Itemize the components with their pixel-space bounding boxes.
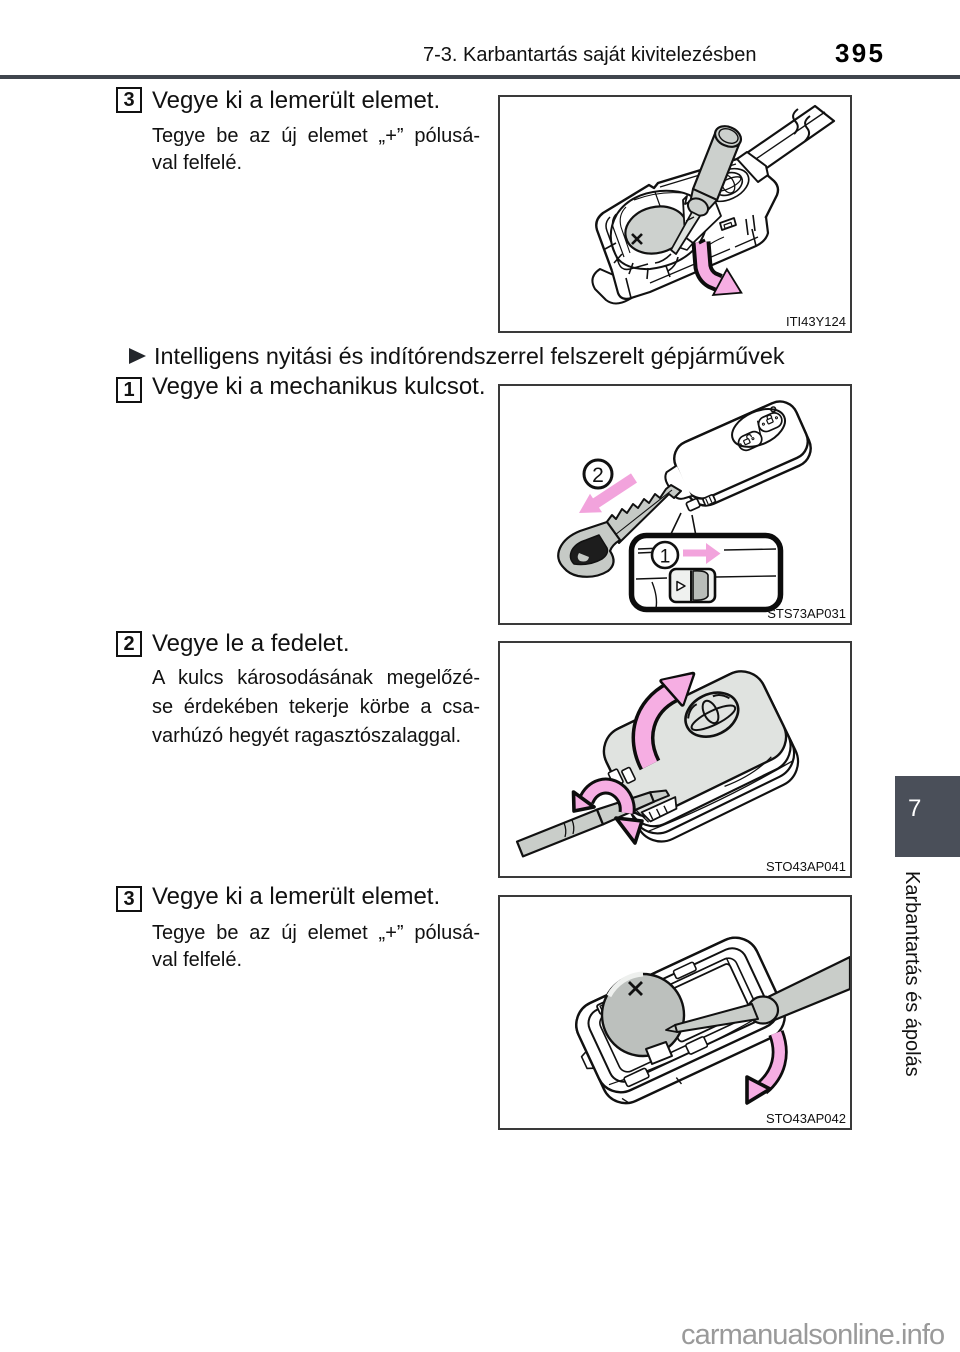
svg-text:1: 1 — [660, 547, 671, 568]
svg-text:2: 2 — [592, 464, 604, 487]
